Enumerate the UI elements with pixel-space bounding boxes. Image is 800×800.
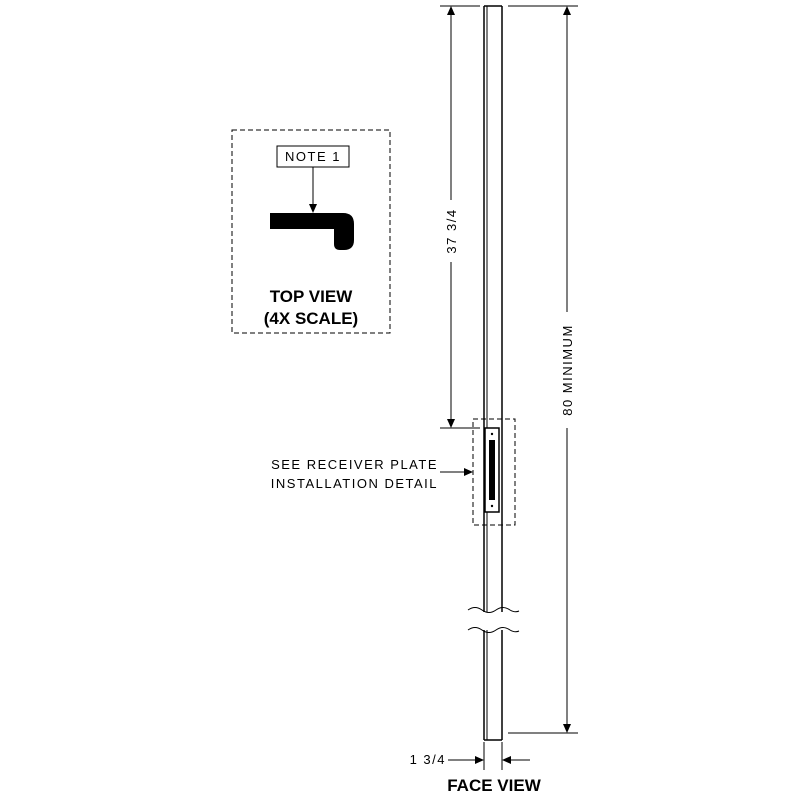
top-view-title: TOP VIEW <box>270 287 353 306</box>
dim-arrow-bottom-a <box>447 419 455 428</box>
note-tag-label: NOTE 1 <box>285 149 341 164</box>
frame-profile-section <box>270 213 354 250</box>
dimension-width: 1 3/4 <box>410 742 530 770</box>
callout-arrow <box>464 468 473 476</box>
dim-label-width: 1 3/4 <box>410 752 446 767</box>
receiver-plate-screw-bottom <box>490 504 494 508</box>
receiver-plate-slot <box>489 440 495 500</box>
dim-label-total: 80 MINIMUM <box>560 324 575 416</box>
note-leader-arrow <box>309 204 317 213</box>
dim-arrow-width-left <box>475 756 484 764</box>
receiver-plate-screw-top <box>490 432 494 436</box>
dim-arrow-top-b <box>563 6 571 15</box>
top-view-detail: NOTE 1 TOP VIEW (4X SCALE) <box>231 129 391 334</box>
dimension-to-plate: 37 3/4 <box>440 5 480 429</box>
top-view-border <box>231 129 391 334</box>
face-view-title: FACE VIEW <box>447 776 541 795</box>
callout-line-1: SEE RECEIVER PLATE <box>271 457 438 472</box>
dimension-total-height: 80 MINIMUM <box>508 5 578 734</box>
dim-arrow-bottom-b <box>563 724 571 733</box>
break-line-lower <box>467 627 520 633</box>
frame-jamb <box>467 5 520 741</box>
top-view-scale: (4X SCALE) <box>264 309 358 328</box>
callout-line-2: INSTALLATION DETAIL <box>271 476 438 491</box>
dim-arrow-width-right <box>502 756 511 764</box>
break-line-upper <box>467 607 520 613</box>
receiver-callout: SEE RECEIVER PLATE INSTALLATION DETAIL <box>271 457 473 491</box>
dim-arrow-top-a <box>447 6 455 15</box>
dim-label-to-plate: 37 3/4 <box>444 208 459 253</box>
